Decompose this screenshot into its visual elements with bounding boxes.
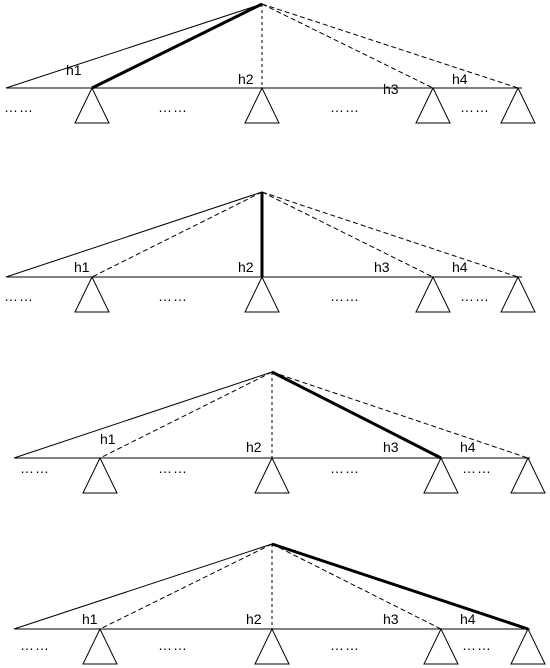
support-triangle — [415, 86, 451, 124]
ellipsis-text: …… — [462, 460, 492, 476]
ellipsis-text: …… — [158, 460, 188, 476]
diagram-panel: h1 h2 h3 h4 …… …… …… …… — [4, 2, 536, 124]
hanger-label-h3: h3 — [374, 259, 390, 275]
left-stay-line — [13, 371, 273, 459]
hanger-label-h3: h3 — [383, 611, 399, 627]
ellipsis-text: …… — [460, 99, 490, 115]
support-triangle — [500, 275, 536, 313]
support-triangle — [82, 627, 118, 665]
hanger-line-h3 — [271, 370, 442, 460]
ellipsis-text: …… — [462, 637, 492, 653]
support-triangle — [423, 456, 459, 494]
hanger-line-h3 — [261, 191, 434, 278]
hanger-label-h3: h3 — [383, 439, 399, 455]
hanger-line-h4 — [261, 191, 519, 278]
hanger-line-h1 — [91, 191, 263, 278]
diagram-panel: h1 h2 h3 h4 …… …… …… …… — [13, 542, 546, 665]
support-triangle — [244, 275, 280, 313]
hanger-label-h1: h1 — [74, 259, 90, 275]
hanger-line-h1 — [99, 371, 273, 459]
hanger-label-h2: h2 — [238, 259, 254, 275]
hanger-label-h2: h2 — [246, 611, 262, 627]
support-triangle — [423, 627, 459, 665]
hanger-line-h4 — [271, 371, 529, 459]
support-triangle — [500, 86, 536, 124]
hanger-line-h4 — [271, 542, 529, 631]
ellipsis-text: …… — [20, 637, 50, 653]
ellipsis-text: …… — [330, 99, 360, 115]
ellipsis-text: …… — [158, 288, 188, 304]
hanger-label-h4: h4 — [452, 259, 468, 275]
ellipsis-text: …… — [330, 460, 360, 476]
ellipsis-text: …… — [330, 288, 360, 304]
support-triangle — [415, 275, 451, 313]
support-triangle — [82, 456, 118, 494]
support-triangle — [244, 86, 280, 124]
hanger-label-h4: h4 — [460, 611, 476, 627]
diagram-panel: h1 h2 h3 h4 …… …… …… …… — [13, 370, 546, 494]
hanger-line-h1 — [91, 2, 263, 90]
ellipsis-text: …… — [4, 99, 34, 115]
ellipsis-text: …… — [460, 288, 490, 304]
support-triangle — [510, 627, 546, 665]
ellipsis-text: …… — [4, 288, 34, 304]
ellipsis-text: …… — [20, 460, 50, 476]
hanger-label-h1: h1 — [100, 431, 116, 447]
hanger-label-h4: h4 — [460, 439, 476, 455]
support-triangle — [254, 627, 290, 665]
left-stay-line — [5, 191, 263, 278]
hanger-label-h1: h1 — [82, 611, 98, 627]
hanger-label-h3: h3 — [383, 81, 399, 97]
support-triangle — [254, 456, 290, 494]
left-stay-line — [5, 3, 263, 89]
ellipsis-text: …… — [158, 637, 188, 653]
diagram-panel: h1 h2 h3 h4 …… …… …… …… — [4, 191, 536, 313]
hanger-line-h3 — [261, 3, 434, 89]
hanger-line-h4 — [261, 3, 519, 89]
ellipsis-text: …… — [330, 637, 360, 653]
hanger-label-h1: h1 — [66, 62, 82, 78]
support-triangle — [74, 275, 110, 313]
left-stay-line — [13, 543, 273, 630]
hanger-label-h2: h2 — [238, 71, 254, 87]
support-triangle — [510, 456, 546, 494]
hanger-label-h4: h4 — [452, 71, 468, 87]
hanger-label-h2: h2 — [246, 439, 262, 455]
support-triangle — [74, 86, 110, 124]
ellipsis-text: …… — [158, 99, 188, 115]
hanger-line-h3 — [271, 543, 442, 630]
